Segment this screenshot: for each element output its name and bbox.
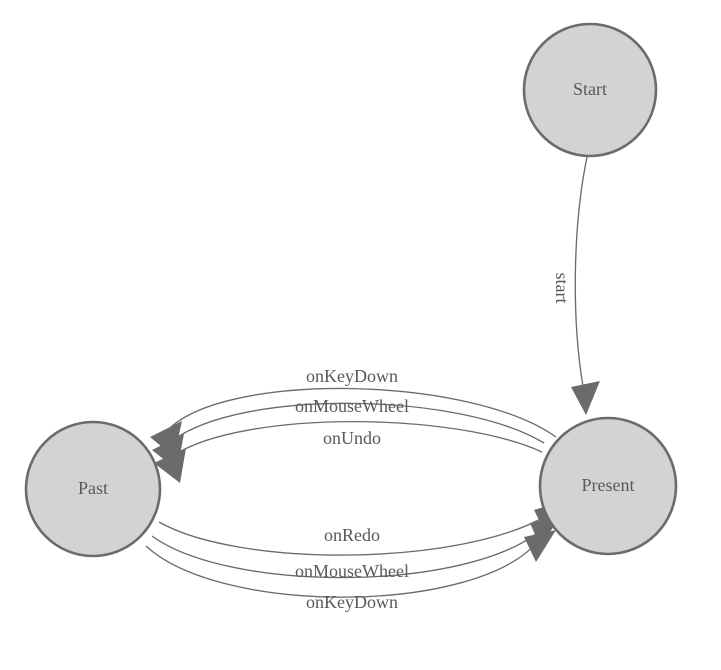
edge-present-to-past-mousewheel-path (171, 402, 545, 444)
edge-start-to-present[interactable]: start (552, 156, 600, 415)
edge-label-past-to-present-redo: onRedo (324, 525, 380, 545)
edge-label-past-to-present-mousewheel: onMouseWheel (295, 561, 409, 581)
edge-label-present-to-past-keydown: onKeyDown (306, 366, 398, 386)
edge-label-past-to-present-keydown: onKeyDown (306, 592, 398, 612)
edge-past-to-present-keydown[interactable]: onKeyDown (145, 530, 556, 612)
edge-past-to-present-mousewheel-path (151, 528, 543, 579)
node-start-label: Start (573, 79, 607, 99)
edge-label-start: start (552, 273, 572, 304)
edge-label-present-to-past-mousewheel: onMouseWheel (295, 396, 409, 416)
node-present-label: Present (582, 475, 635, 495)
edge-past-to-present-keydown-path (145, 540, 539, 598)
edge-start-to-present-arrowhead (571, 381, 600, 415)
node-past-label: Past (78, 478, 108, 498)
node-present[interactable]: Present (538, 416, 678, 556)
node-present-circle (538, 416, 678, 556)
edge-present-to-past-undo-path (173, 420, 543, 456)
edge-present-to-past-undo-arrowhead (154, 448, 186, 483)
edge-start-to-present-path (574, 156, 588, 393)
node-start-circle (522, 22, 658, 158)
edge-past-to-present-keydown-arrowhead (524, 530, 556, 562)
edge-past-to-present-redo[interactable]: onRedo (158, 500, 566, 556)
node-past[interactable]: Past (24, 420, 162, 558)
edge-past-to-present-redo-path (158, 515, 547, 556)
edge-present-to-past-keydown-path (169, 387, 557, 438)
edge-present-to-past-undo[interactable]: onUndo (154, 420, 543, 483)
edge-label-present-to-past-undo: onUndo (323, 428, 381, 448)
node-past-circle (24, 420, 162, 558)
node-start[interactable]: Start (522, 22, 658, 158)
